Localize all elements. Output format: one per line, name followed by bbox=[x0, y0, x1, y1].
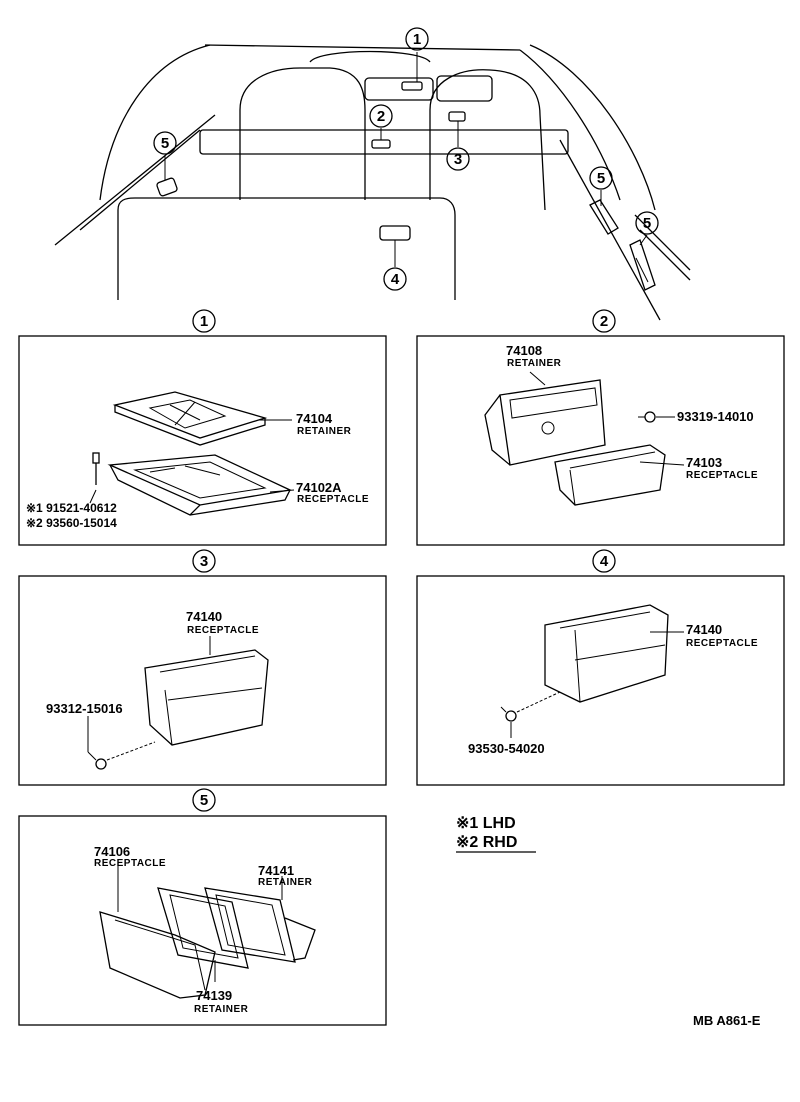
panel-1-frame bbox=[18, 335, 387, 546]
panel-5: 5 74106 RECEPTACLE 74141 RETAINER 74139 … bbox=[18, 788, 387, 1026]
part-number-74139: 74139 bbox=[196, 988, 232, 1003]
svg-text:2: 2 bbox=[600, 313, 608, 330]
panel-4-frame bbox=[416, 575, 785, 786]
retainer-74141-drawing bbox=[204, 887, 316, 963]
screw-93530-drawing bbox=[500, 706, 517, 722]
panel-5-frame bbox=[18, 815, 387, 1026]
part-name-receptacle-2: RECEPTACLE bbox=[686, 470, 758, 481]
callout-5-left: 5 bbox=[153, 131, 177, 155]
part-number-74140: 74140 bbox=[186, 609, 222, 624]
screw-number-lhd: ※1 91521-40612 bbox=[26, 501, 117, 515]
svg-text:1: 1 bbox=[413, 31, 421, 48]
part-name-retainer-2: RETAINER bbox=[507, 358, 562, 369]
callout-1: 1 bbox=[405, 27, 429, 51]
svg-text:3: 3 bbox=[200, 553, 208, 570]
receptacle-74103-drawing bbox=[554, 444, 666, 506]
svg-text:3: 3 bbox=[454, 151, 462, 168]
part-number-74102A: 74102A bbox=[296, 480, 342, 495]
part-name-receptacle-4: RECEPTACLE bbox=[686, 638, 758, 649]
callout-4: 4 bbox=[383, 267, 407, 291]
svg-text:2: 2 bbox=[377, 108, 385, 125]
part-name-retainer-74141: RETAINER bbox=[258, 877, 313, 888]
part-name-receptacle: RECEPTACLE bbox=[297, 494, 369, 505]
svg-text:5: 5 bbox=[643, 215, 651, 232]
receptacle-74102A-drawing bbox=[107, 454, 293, 516]
panel-2-frame bbox=[416, 335, 785, 546]
svg-text:5: 5 bbox=[597, 170, 605, 187]
svg-text:5: 5 bbox=[161, 135, 169, 152]
part-number-74108: 74108 bbox=[506, 343, 542, 358]
svg-text:4: 4 bbox=[600, 553, 609, 570]
svg-text:1: 1 bbox=[200, 313, 208, 330]
panel-3-heading: 3 bbox=[192, 549, 216, 573]
part-name-retainer-74139: RETAINER bbox=[194, 1004, 249, 1015]
retainer-74139-drawing bbox=[157, 887, 249, 969]
retainer-74108-drawing bbox=[484, 379, 606, 466]
part-number-74140-2: 74140 bbox=[686, 622, 722, 637]
screw-93312-drawing bbox=[87, 751, 107, 770]
callout-5-right-b: 5 bbox=[635, 211, 659, 235]
part-number-74104: 74104 bbox=[296, 411, 333, 426]
callout-3: 3 bbox=[446, 147, 470, 171]
callout-2: 2 bbox=[369, 104, 393, 128]
callout-5-right-a: 5 bbox=[589, 166, 613, 190]
panel-5-heading: 5 bbox=[192, 788, 216, 812]
panel-3-frame bbox=[18, 575, 387, 786]
screw-number-93319: 93319-14010 bbox=[677, 409, 754, 424]
screw-number-93312: 93312-15016 bbox=[46, 701, 123, 716]
legend-rhd: ※2 RHD bbox=[456, 834, 517, 851]
panel-1-heading: 1 bbox=[192, 309, 216, 333]
part-name-retainer: RETAINER bbox=[297, 426, 352, 437]
receptacle-74106-drawing bbox=[99, 911, 216, 999]
panel-3: 3 74140 RECEPTACLE 93312-15016 bbox=[18, 549, 387, 786]
part-name-receptacle-5: RECEPTACLE bbox=[94, 858, 166, 869]
panel-2-heading: 2 bbox=[592, 309, 616, 333]
part-number-74141: 74141 bbox=[258, 863, 294, 878]
svg-text:5: 5 bbox=[200, 792, 208, 809]
retainer-74104-drawing bbox=[112, 391, 268, 446]
panel-4: 4 74140 RECEPTACLE 93530-54020 bbox=[416, 549, 785, 786]
panel-2: 2 74108 RETAINER 93319-14010 74103 RECEP… bbox=[416, 309, 785, 546]
part-name-receptacle-3: RECEPTACLE bbox=[187, 625, 259, 636]
screw-drawing bbox=[92, 452, 100, 485]
vehicle-interior-overview: 1 2 3 4 5 5 5 bbox=[54, 27, 691, 321]
screw-number-rhd: ※2 93560-15014 bbox=[26, 516, 117, 530]
screw-number-93530: 93530-54020 bbox=[468, 741, 545, 756]
part-number-74106: 74106 bbox=[94, 844, 130, 859]
panel-1: 1 74104 RETAINER 74102A RECEPTACLE bbox=[18, 309, 387, 546]
screw-93319-drawing bbox=[638, 411, 656, 423]
legend: ※1 LHD ※2 RHD bbox=[456, 815, 536, 853]
part-number-74103: 74103 bbox=[686, 455, 722, 470]
panel-4-heading: 4 bbox=[592, 549, 616, 573]
diagram-reference-code: MB A861-E bbox=[693, 1013, 761, 1028]
svg-text:4: 4 bbox=[391, 271, 400, 288]
receptacle-74140-drawing-2 bbox=[544, 604, 669, 703]
legend-lhd: ※1 LHD bbox=[456, 815, 516, 832]
receptacle-74140-drawing bbox=[144, 649, 269, 746]
